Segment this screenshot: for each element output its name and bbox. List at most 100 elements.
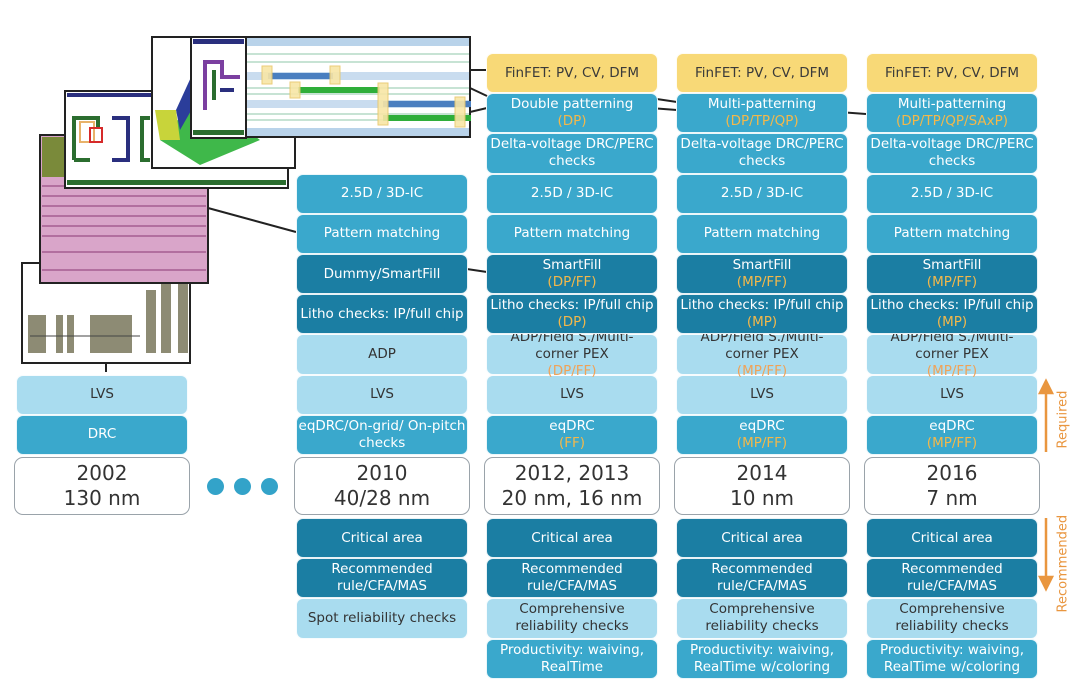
required-check-box: LVS — [486, 374, 658, 415]
check-label: Litho checks: IP/full chip — [870, 297, 1034, 314]
required-check-box: eqDRC (FF) — [486, 414, 658, 455]
check-label: 2.5D / 3D-IC — [720, 185, 804, 202]
check-label: Pattern matching — [323, 225, 441, 242]
required-check-box: eqDRC/On-grid/ On-pitch checks — [296, 414, 468, 455]
check-label: LVS — [90, 386, 114, 403]
check-highlight: (MP/FF) — [926, 362, 978, 379]
check-label: Spot reliability checks — [307, 609, 457, 626]
check-label: Double patterning — [510, 96, 634, 113]
multi-patterning-image — [245, 36, 471, 138]
required-check-box: Pattern matching — [866, 213, 1038, 254]
recommended-check-box: Critical area — [486, 518, 658, 559]
required-check-box: LVS — [16, 374, 188, 415]
recommended-check-box: Recommended rule/CFA/MAS — [296, 558, 468, 599]
check-highlight: (MP) — [746, 314, 778, 331]
check-label: Delta-voltage DRC/PERC checks — [490, 136, 654, 170]
recommended-check-box: Comprehensive reliability checks — [676, 598, 848, 639]
required-check-box: Delta-voltage DRC/PERC checks — [486, 133, 658, 174]
check-label: Recommended rule/CFA/MAS — [901, 561, 1003, 595]
required-check-box: eqDRC (MP/FF) — [676, 414, 848, 455]
year-label: 2002 — [76, 461, 128, 485]
recommended-label: Recommended — [1055, 514, 1071, 613]
required-check-box: FinFET: PV, CV, DFM — [676, 53, 848, 94]
check-label: ADP/Field S./Multi- corner PEX — [510, 328, 634, 362]
required-check-box: LVS — [676, 374, 848, 415]
check-label: Productivity: waiving, RealTime — [499, 641, 645, 675]
check-label: eqDRC/On-grid/ On-pitch checks — [298, 417, 466, 451]
required-check-box: DRC — [16, 414, 188, 455]
check-highlight: (DP/FF) — [547, 274, 597, 291]
required-check-box: ADP — [296, 334, 468, 375]
required-check-box: ADP/Field S./Multi- corner PEX (MP/FF) — [866, 329, 1038, 379]
node-label: 7 nm — [926, 486, 978, 510]
required-check-box: ADP/Field S./Multi- corner PEX (MP/FF) — [676, 329, 848, 379]
node-label: 10 nm — [730, 486, 794, 510]
check-label: SmartFill — [922, 257, 982, 274]
check-label: FinFET: PV, CV, DFM — [505, 64, 639, 81]
check-label: Comprehensive reliability checks — [515, 601, 629, 635]
ellipsis-dot — [261, 478, 278, 495]
check-label: Pattern matching — [893, 225, 1011, 242]
check-label: ADP — [368, 345, 396, 362]
required-check-box: LVS — [296, 374, 468, 415]
check-highlight: (DP/TP/QP) — [725, 113, 799, 130]
required-check-box: Litho checks: IP/full chip (MP) — [866, 294, 1038, 335]
required-check-box: SmartFill (MP/FF) — [676, 254, 848, 295]
required-check-box: Litho checks: IP/full chip (DP) — [486, 294, 658, 335]
recommended-check-box: Recommended rule/CFA/MAS — [676, 558, 848, 599]
node-label: 20 nm, 16 nm — [501, 486, 643, 510]
required-check-box: 2.5D / 3D-IC — [296, 173, 468, 214]
required-check-box: FinFET: PV, CV, DFM — [866, 53, 1038, 94]
check-label: ADP/Field S./Multi- corner PEX — [700, 328, 824, 362]
check-highlight: (DP) — [557, 113, 587, 130]
check-highlight: (DP) — [557, 314, 587, 331]
check-label: Critical area — [911, 529, 993, 546]
node-label: 130 nm — [63, 486, 141, 510]
required-check-box: 2.5D / 3D-IC — [486, 173, 658, 214]
check-label: ADP/Field S./Multi- corner PEX — [890, 328, 1014, 362]
check-label: LVS — [560, 386, 584, 403]
required-check-box: LVS — [866, 374, 1038, 415]
check-highlight: (FF) — [558, 434, 586, 451]
check-highlight: (MP/FF) — [736, 362, 788, 379]
check-label: 2.5D / 3D-IC — [910, 185, 994, 202]
check-label: Multi-patterning — [897, 96, 1007, 113]
check-label: SmartFill — [732, 257, 792, 274]
check-label: Litho checks: IP/full chip — [680, 297, 844, 314]
check-label: Multi-patterning — [707, 96, 817, 113]
check-highlight: (MP/FF) — [736, 274, 788, 291]
check-highlight: (MP/FF) — [926, 434, 978, 451]
check-label: Critical area — [721, 529, 803, 546]
check-highlight: (MP/FF) — [926, 274, 978, 291]
check-label: Delta-voltage DRC/PERC checks — [870, 136, 1034, 170]
check-label: Dummy/SmartFill — [323, 265, 441, 282]
check-label: Pattern matching — [703, 225, 821, 242]
check-highlight: (MP/FF) — [736, 434, 788, 451]
check-label: Delta-voltage DRC/PERC checks — [680, 136, 844, 170]
check-label: Pattern matching — [513, 225, 631, 242]
recommended-check-box: Comprehensive reliability checks — [486, 598, 658, 639]
node-label: 40/28 nm — [333, 486, 431, 510]
recommended-check-box: Comprehensive reliability checks — [866, 598, 1038, 639]
year-label: 2016 — [926, 461, 978, 485]
check-label: Comprehensive reliability checks — [895, 601, 1009, 635]
check-label: SmartFill — [542, 257, 602, 274]
required-check-box: Pattern matching — [676, 213, 848, 254]
check-label: Recommended rule/CFA/MAS — [521, 561, 623, 595]
required-check-box: SmartFill (MP/FF) — [866, 254, 1038, 295]
recommended-check-box: Productivity: waiving, RealTime — [486, 638, 658, 679]
required-check-box: 2.5D / 3D-IC — [866, 173, 1038, 214]
check-label: DRC — [87, 426, 117, 443]
check-highlight: (MP) — [936, 314, 968, 331]
check-label: FinFET: PV, CV, DFM — [695, 64, 829, 81]
required-check-box: ADP/Field S./Multi- corner PEX (DP/FF) — [486, 329, 658, 379]
required-check-box: Delta-voltage DRC/PERC checks — [676, 133, 848, 174]
check-label: Comprehensive reliability checks — [705, 601, 819, 635]
required-check-box: Litho checks: IP/full chip — [296, 294, 468, 335]
required-check-box: Multi-patterning (DP/TP/QP/SAxP) — [866, 93, 1038, 134]
